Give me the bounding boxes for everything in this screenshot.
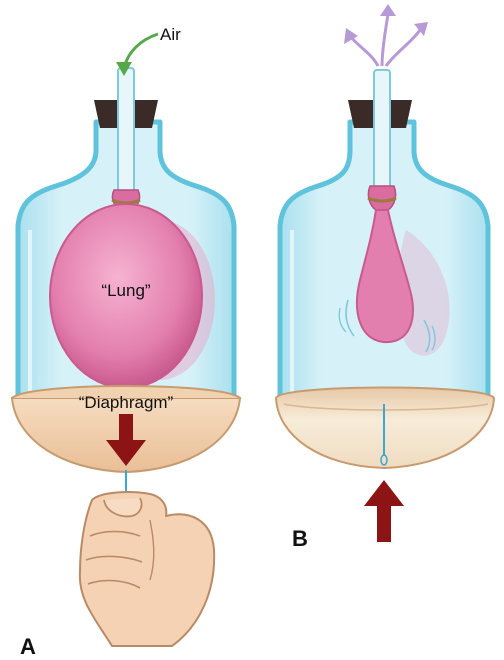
lung-label: “Lung”	[101, 281, 150, 300]
lung-neck-b	[368, 186, 395, 210]
push-up-arrow	[364, 480, 404, 542]
glass-tube-b	[374, 70, 390, 196]
hand-pulling-string-icon	[80, 492, 214, 646]
air-inflow-arrow	[116, 34, 158, 76]
air-outflow-arrows	[350, 14, 420, 66]
air-label: Air	[160, 25, 181, 44]
panel-a-label: A	[20, 634, 36, 659]
glass-tube-a	[118, 68, 134, 196]
panel-b-label: B	[292, 526, 308, 551]
panel-a: Air “Lung” “Diaphragm” A	[12, 25, 240, 659]
diaphragm-label: “Diaphragm”	[79, 393, 174, 412]
panel-b: B	[276, 4, 494, 551]
